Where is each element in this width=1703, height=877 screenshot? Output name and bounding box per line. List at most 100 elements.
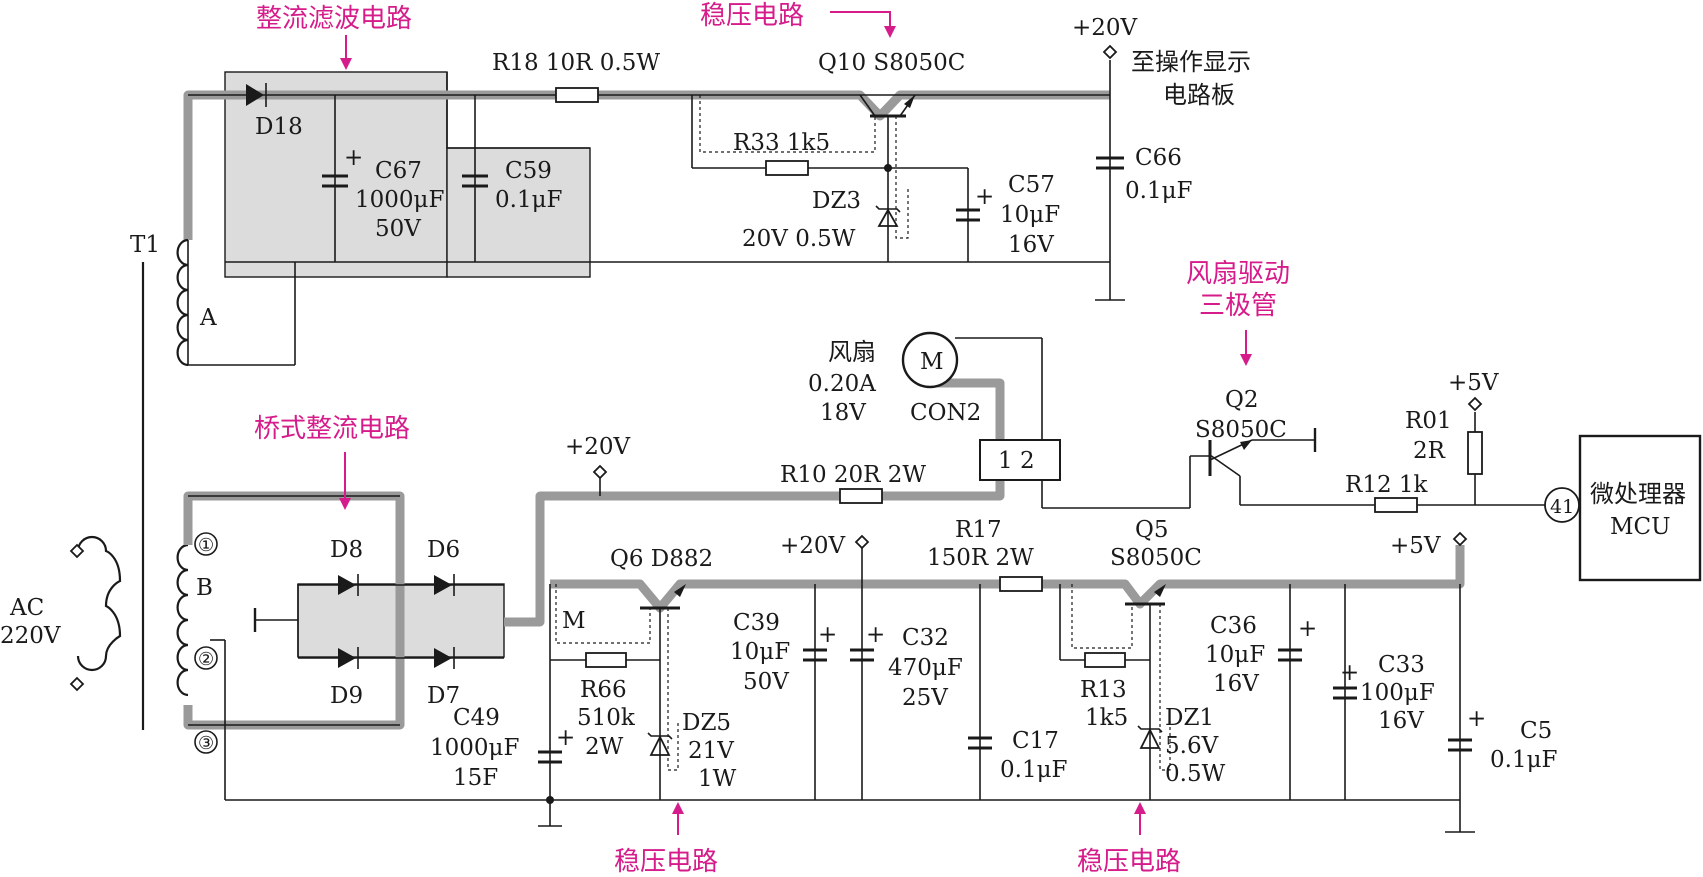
r33-label: R33 1k5: [733, 130, 830, 156]
c66-name: C66: [1135, 145, 1182, 171]
c49-rating: 15F: [453, 765, 498, 791]
t1-label: T1: [130, 232, 160, 258]
q6-label: Q6 D882: [610, 546, 713, 572]
q2-transistor: [1208, 428, 1317, 477]
c49-value: 1000μF: [430, 735, 519, 761]
rect-filter-mask: [448, 73, 588, 147]
r12-label: R12 1k: [1345, 472, 1429, 498]
c39-capacitor: [803, 648, 827, 662]
annotation-fan-driver-1: 风扇驱动: [1186, 259, 1290, 289]
c39-voltage: 50V: [743, 669, 789, 695]
r17-name: R17: [955, 517, 1002, 543]
ac-input-coil: [76, 535, 122, 672]
pin-2-label: ②: [198, 649, 214, 670]
annotation-regulator-bottom-left: 稳压电路: [614, 847, 718, 877]
r13-name: R13: [1080, 677, 1127, 703]
q5-transistor: [1125, 584, 1166, 606]
c5-capacitor: [1448, 738, 1472, 752]
c17-name: C17: [1012, 728, 1059, 754]
top-voltage-label: +20V: [1072, 15, 1138, 41]
q2-name: Q2: [1225, 387, 1259, 413]
r66-value: 510k: [577, 705, 636, 731]
con2-pins: 1 2: [998, 448, 1035, 474]
c36-capacitor: [1278, 648, 1302, 662]
r17-resistor: [999, 576, 1043, 592]
c59-capacitor: [462, 174, 488, 188]
rect-filter-shaded-region-right: [446, 147, 591, 278]
c36-name: C36: [1210, 613, 1257, 639]
c67-capacitor: [322, 174, 348, 188]
c36-value: 10μF: [1205, 642, 1265, 668]
c67-value: 1000μF: [355, 187, 444, 213]
ac-label-line2: 220V: [0, 623, 61, 649]
r17-value: 150R 2W: [927, 545, 1034, 571]
pin-1-label: ①: [198, 535, 214, 556]
d6-label: D6: [427, 537, 460, 563]
r33-resistor: [765, 160, 809, 176]
mcu-name-en: MCU: [1610, 514, 1671, 540]
mcu-name-cn: 微处理器: [1590, 480, 1686, 508]
c39-value: 10μF: [730, 639, 790, 665]
c32-value: 470μF: [888, 655, 963, 681]
c33-voltage: 16V: [1378, 708, 1424, 734]
r66-resistor: [585, 652, 627, 668]
c33-capacitor: [1333, 686, 1357, 700]
annotation-arrows: [339, 11, 1252, 835]
d8-label: D8: [330, 537, 363, 563]
annotation-rect-filter: 整流滤波电路: [256, 4, 412, 34]
svg-text:+: +: [1298, 616, 1317, 642]
d18-diode: [246, 83, 267, 107]
q5-type: S8050C: [1110, 545, 1202, 571]
dz5-value: 21V: [688, 738, 734, 764]
fan-voltage: 18V: [820, 400, 866, 426]
dz3-name: DZ3: [812, 188, 861, 214]
dz3-zener-diode: [875, 205, 901, 227]
dz1-value: 5.6V: [1165, 733, 1219, 759]
c59-name: C59: [505, 158, 552, 184]
dz5-rating: 1W: [698, 766, 737, 792]
c33-value: 100μF: [1360, 680, 1435, 706]
c66-value: 0.1μF: [1125, 178, 1192, 204]
r01-name: R01: [1405, 408, 1452, 434]
c59-value: 0.1μF: [495, 187, 562, 213]
d9-label: D9: [330, 683, 363, 709]
plus20-c32-label: +20V: [780, 533, 846, 559]
q5-name: Q5: [1135, 517, 1169, 543]
svg-text:+: +: [975, 184, 994, 210]
dz1-rating: 0.5W: [1165, 761, 1226, 787]
r10-label: R10 20R 2W: [780, 462, 926, 488]
plus20-top-terminal: [1102, 44, 1118, 60]
ac-label-line1: AC: [9, 595, 44, 621]
r13-resistor: [1084, 652, 1126, 668]
winding-a-label: A: [199, 305, 217, 331]
svg-text:+: +: [866, 622, 885, 648]
annotation-regulator-top: 稳压电路: [700, 1, 804, 31]
plus5-out-label: +5V: [1390, 533, 1441, 559]
fan-motor-label: M: [920, 349, 944, 375]
annotation-regulator-bottom-right: 稳压电路: [1077, 847, 1181, 877]
svg-text:+: +: [556, 725, 575, 751]
r66-rating: 2W: [585, 734, 624, 760]
fan-name: 风扇: [828, 338, 876, 366]
fan-motor: [901, 331, 959, 389]
svg-text:+: +: [1467, 706, 1486, 732]
c67-voltage: 50V: [375, 216, 421, 242]
q10-label: Q10 S8050C: [818, 50, 965, 76]
r12-resistor: [1374, 497, 1418, 513]
dz5-zener-diode: [647, 732, 673, 756]
r10-resistor: [839, 488, 883, 504]
svg-text:+: +: [344, 145, 363, 171]
r18-resistor: [555, 87, 599, 103]
r18-label: R18 10R 0.5W: [492, 50, 660, 76]
annotation-bridge: 桥式整流电路: [254, 414, 410, 444]
r13-value: 1k5: [1085, 705, 1128, 731]
dz3-value: 20V 0.5W: [742, 226, 856, 252]
d18-label: D18: [255, 114, 303, 140]
c57-voltage: 16V: [1008, 232, 1054, 258]
c57-capacitor: [956, 208, 980, 222]
c39-name: C39: [733, 610, 780, 636]
t1-winding-b: [176, 543, 189, 697]
t1-winding-a: [176, 238, 189, 367]
winding-b-label: B: [196, 575, 213, 601]
